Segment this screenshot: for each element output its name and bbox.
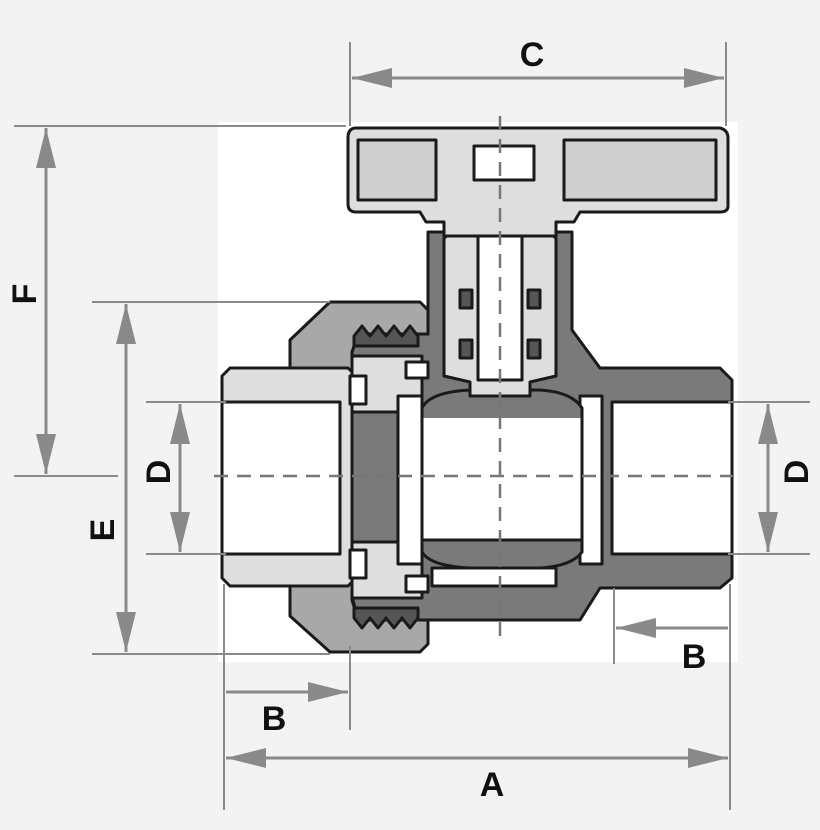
dimension-b-left (226, 646, 351, 730)
right-socket-bore (610, 400, 734, 556)
dimension-c-label: C (520, 36, 545, 74)
t-handle (346, 126, 730, 238)
dimension-d-left (146, 401, 226, 555)
thread-top (352, 324, 420, 348)
ball (420, 388, 584, 588)
dimension-d-left-label: D (140, 460, 178, 485)
left-socket-bore (220, 400, 342, 556)
dimension-b-right-label: B (682, 638, 707, 676)
dimension-e-label: E (84, 519, 122, 542)
dimension-f (14, 125, 346, 477)
dimension-d-right-label: D (778, 460, 816, 485)
dimension-b-left-label: B (262, 700, 287, 738)
thread-bottom (352, 606, 420, 630)
seat-left (396, 394, 424, 566)
dimension-c (349, 42, 727, 126)
dimension-a (223, 584, 731, 810)
dimension-a-label: A (480, 766, 505, 804)
dimension-e (92, 301, 330, 655)
dimension-f-label: F (6, 284, 44, 305)
dimension-d-right (728, 401, 810, 555)
